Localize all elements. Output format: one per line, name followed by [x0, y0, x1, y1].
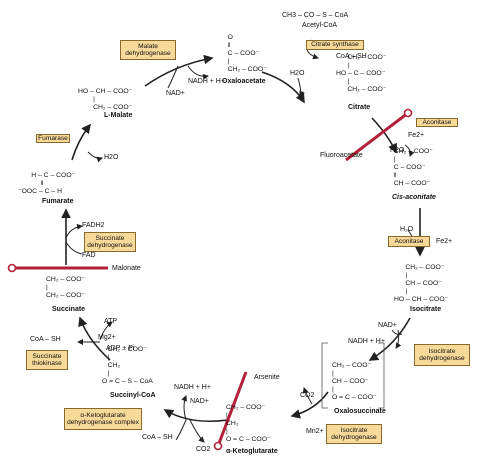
cis-aconitate-structure: CH₂ – COO⁻ | C – COO⁻ ‖ CH – COO⁻: [393, 148, 433, 187]
coa-sh-top: CoA – SH: [336, 53, 367, 60]
succinyl-coa-label: Succinyl-CoA: [110, 392, 156, 399]
enzyme-citrate-synthase: Citrate synthase: [306, 40, 364, 50]
enzyme-aconitase-1: Aconitase: [416, 118, 458, 127]
isocitrate-structure: CH₂ – COO⁻ | CH – COO⁻ | HO – CH – COO⁻: [394, 264, 449, 303]
enzyme-malate-dh: Malate dehydrogenase: [120, 40, 176, 60]
arrow-co2-oxalo: [302, 387, 313, 405]
fumarate-label: Fumarate: [42, 198, 74, 205]
arrow-isocitrate-to-oxalosuccinate: [368, 317, 411, 361]
enzyme-isocitrate-dh-1: Isocitrate dehydrogenase: [414, 344, 470, 366]
h2o-label-2: H₂O: [400, 226, 414, 233]
arsenite-bar: [216, 371, 248, 447]
malate-structure: HO – CH – COO⁻ | CH₂ – COO⁻: [78, 88, 133, 111]
oxaloacetate-structure: O ‖ C – COO⁻ | CH₂ – COO⁻: [227, 34, 267, 73]
co2-oxalo: CO2: [300, 392, 315, 399]
fluoroacetate-bar: [345, 111, 409, 162]
coa-sh-akg: CoA – SH: [142, 434, 173, 441]
arrow-nadh-malate: [187, 65, 209, 80]
akg-structure: CH₂ – COO⁻ | CH₂ | O = C – COO⁻: [226, 404, 271, 443]
succinate-structure: CH₂ – COO⁻ | CH₂ – COO⁻: [46, 276, 86, 299]
arrow-h2o-aconitase: [404, 144, 415, 157]
arsenite-label: Arsenite: [254, 374, 280, 381]
enzyme-aconitase-2: Aconitase: [388, 236, 430, 247]
akg-label: α-Ketoglutarate: [226, 448, 278, 455]
isocitrate-label: Isocitrate: [410, 306, 442, 313]
arrow-nad-iso: [391, 329, 403, 335]
nadh-iso: NADH + H+: [348, 338, 385, 345]
oxalosuccinate-label: Oxalosuccinate: [334, 408, 386, 415]
malate-label: L-Malate: [104, 112, 133, 119]
fadh2: FADH2: [82, 222, 105, 229]
arrow-nad-malate: [167, 65, 179, 89]
malonate-label: Malonate: [112, 265, 141, 272]
fluoroacetate-label: Fluoroacetate: [320, 152, 363, 159]
succinate-label: Succinate: [52, 306, 86, 313]
nad-akg: NAD+: [190, 398, 209, 405]
arrow-atp: [99, 321, 113, 341]
enzyme-succinate-thiokinase: Succinate thiokinase: [26, 350, 68, 370]
arrow-oxalosuccinate-to-akg: [290, 391, 329, 419]
arrow-coa-akg: [175, 419, 187, 441]
succinyl-coa-structure: CH₂ – COO⁻ | CH₂ | O = C – S – CoA: [102, 346, 153, 385]
nadh-akg: NADH + H+: [174, 384, 211, 391]
arrow-h2o-citrate: [297, 77, 305, 97]
citrate-label: Citrate: [348, 104, 371, 111]
mn: Mn2+: [306, 428, 324, 435]
enzyme-succinate-dh: Succinate dehydrogenase: [84, 232, 136, 252]
enzyme-isocitrate-dh-2: Isocitrate dehydrogenase: [326, 424, 382, 444]
co2-akg: CO2: [196, 446, 211, 453]
oxaloacetate-label: Oxaloacetate: [222, 78, 266, 85]
arrow-nadh-akg: [181, 395, 187, 421]
nadh-malate: NADH + H+: [188, 78, 225, 85]
nad-malate: NAD+: [166, 90, 185, 97]
citrate-structure: CH₂ – COO⁻ | HO – C – COO⁻ | CH₂ – COO⁻: [336, 54, 387, 93]
arrow-nadh-iso: [395, 329, 402, 349]
arrow-oxaloacetate-to-citrate: [261, 71, 305, 104]
adp-pi: ADP + Pi: [106, 345, 135, 352]
oxalosuccinate-structure: CH₂ – COO⁻ | CH – COO⁻ | O = C – COO⁻: [332, 362, 377, 401]
arrow-citrate-to-cisaconitate: [371, 117, 397, 154]
atp: ATP: [104, 318, 118, 325]
arrow-fumarate-to-malate: [71, 123, 91, 161]
cis-aconitate-label: Cis-aconitate: [392, 194, 436, 201]
arrow-akg-to-succinylcoa: [163, 409, 229, 423]
fe-2: Fe2+: [436, 238, 453, 245]
arrow-fadh2: [65, 223, 83, 239]
h2o-fumarase: H2O: [104, 154, 119, 161]
arrow-co2-akg: [189, 419, 205, 443]
acetyl-coa-label: Acetyl-CoA: [302, 22, 338, 29]
fe-1: Fe2+: [408, 132, 425, 139]
h2o-citrate: H2O: [290, 70, 305, 77]
mg: Mg2+: [98, 334, 116, 341]
enzyme-akg-dh: α-Ketoglutarate dehydrogenase complex: [64, 408, 142, 430]
fumarate-structure: H – C – COO⁻ ‖ ⁻OOC – C – H: [18, 172, 76, 195]
coa-sh-suc: CoA – SH: [30, 336, 61, 343]
fad: FAD: [82, 252, 96, 259]
h2o-aconitase: H2O: [390, 147, 405, 154]
arrow-fad: [65, 241, 83, 255]
arrow-h2o-fumarase: [87, 151, 103, 163]
acetyl-coa-formula: CH3 – CO – S – CoA: [282, 12, 349, 19]
enzyme-fumarase: Fumarase: [36, 134, 70, 143]
nad-iso: NAD+: [378, 322, 397, 329]
arrow-succinylcoa-to-succinate: [78, 316, 111, 361]
